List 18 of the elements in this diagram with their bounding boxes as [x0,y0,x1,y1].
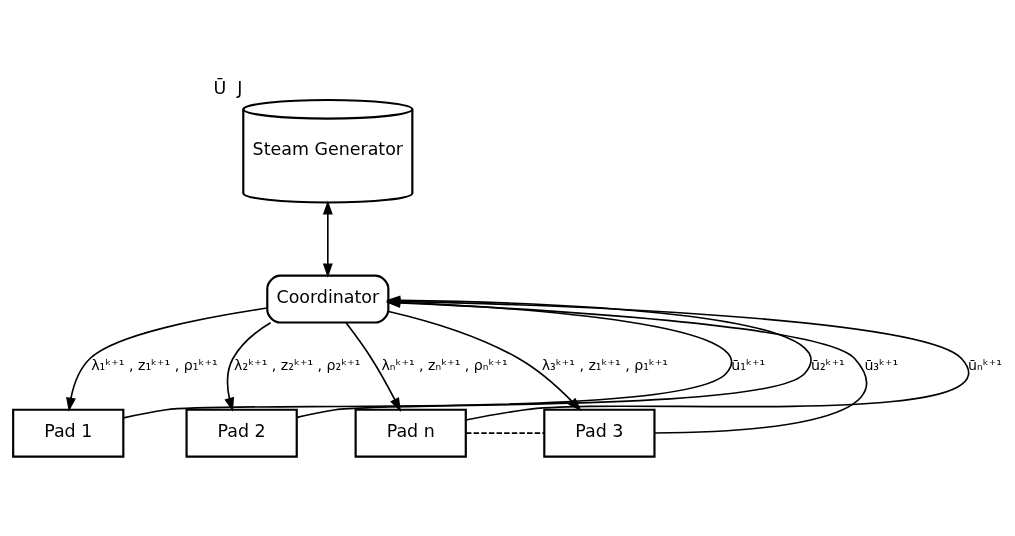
edge-label: ū₁ᵏ⁺¹ [731,356,766,373]
node-box: Pad n [354,408,467,458]
node-label: Ū J [213,77,243,98]
arrow [322,199,333,278]
edge-label: ū₃ᵏ⁺¹ [864,356,899,373]
node-box: Pad 3 [543,408,656,458]
arrow [66,306,269,412]
node-box: Pad 1 [12,408,125,458]
node-box: Pad 2 [185,408,298,458]
connector [465,431,545,434]
edge-label: λ₃ᵏ⁺¹ , z₁ᵏ⁺¹ , ρ₁ᵏ⁺¹ [541,356,669,373]
edge-label: λₙᵏ⁺¹ , zₙᵏ⁺¹ , ρₙᵏ⁺¹ [381,356,508,373]
edge-label: ū₂ᵏ⁺¹ [810,356,845,373]
edge-label: λ₁ᵏ⁺¹ , z₁ᵏ⁺¹ , ρ₁ᵏ⁺¹ [91,356,218,373]
edge-label: λ₂ᵏ⁺¹ , z₂ᵏ⁺¹ , ρ₂ᵏ⁺¹ [234,356,361,373]
edge-label: ūₙᵏ⁺¹ [968,356,1002,373]
node-box: Coordinator [266,274,390,324]
arrow [224,321,272,412]
